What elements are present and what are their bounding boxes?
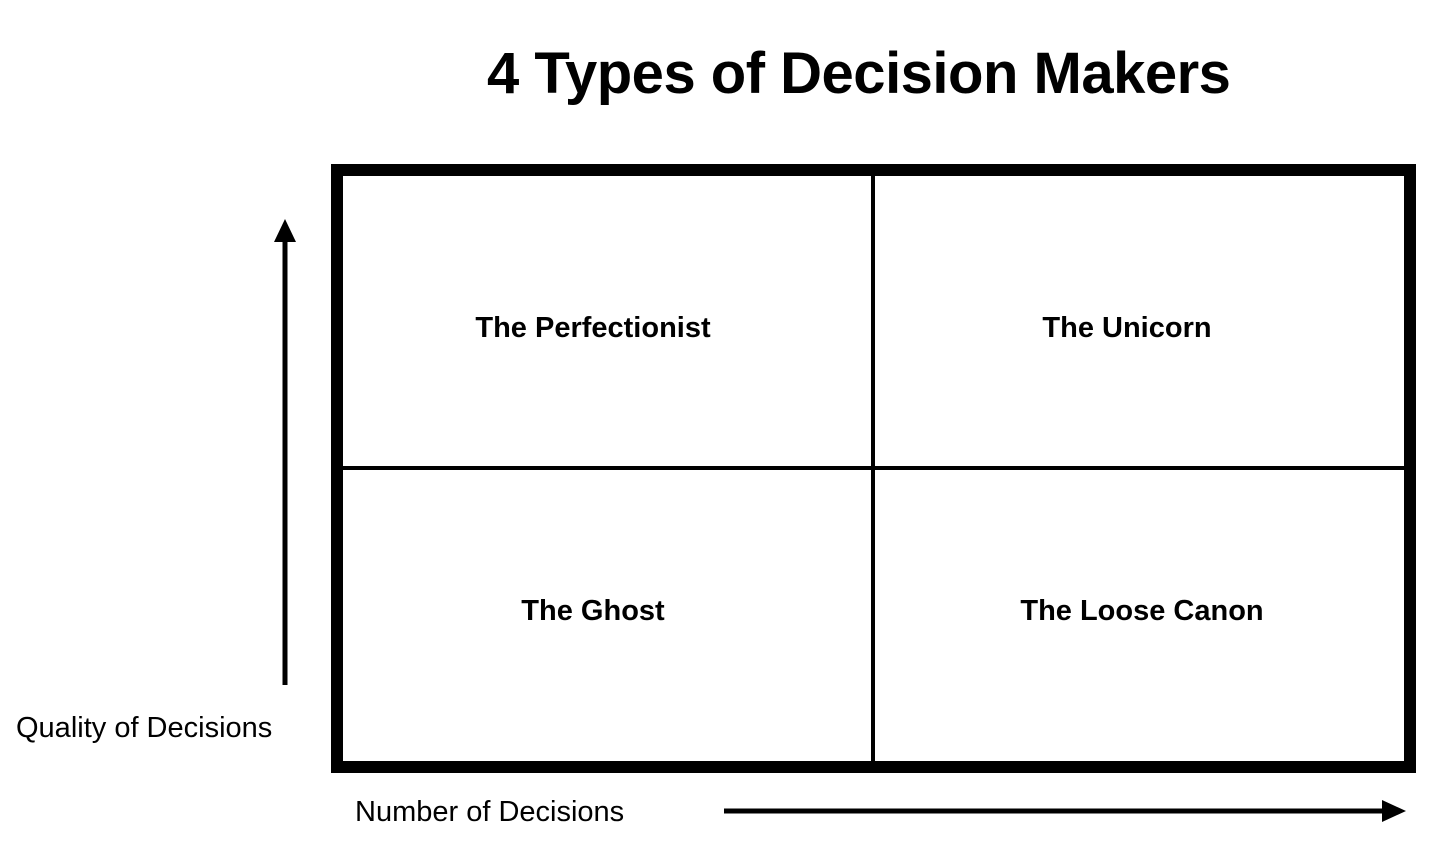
- horizontal-divider: [343, 466, 1404, 470]
- diagram-title: 4 Types of Decision Makers: [487, 41, 1231, 106]
- quadrant-bottom-right-label: The Loose Canon: [1020, 595, 1264, 627]
- y-axis-label: Quality of Decisions: [16, 712, 273, 744]
- x-axis-label: Number of Decisions: [355, 796, 625, 828]
- quadrant-bottom-left-label: The Ghost: [521, 595, 665, 627]
- x-axis-arrowhead: [1382, 800, 1406, 822]
- quadrant-top-right-label: The Unicorn: [1042, 312, 1212, 344]
- quadrant-top-left-label: The Perfectionist: [475, 312, 711, 344]
- y-axis-arrow: [274, 219, 296, 685]
- decision-matrix: The Perfectionist The Unicorn The Ghost …: [331, 164, 1416, 773]
- x-axis-arrow: [724, 800, 1406, 822]
- y-axis-arrowhead: [274, 219, 296, 242]
